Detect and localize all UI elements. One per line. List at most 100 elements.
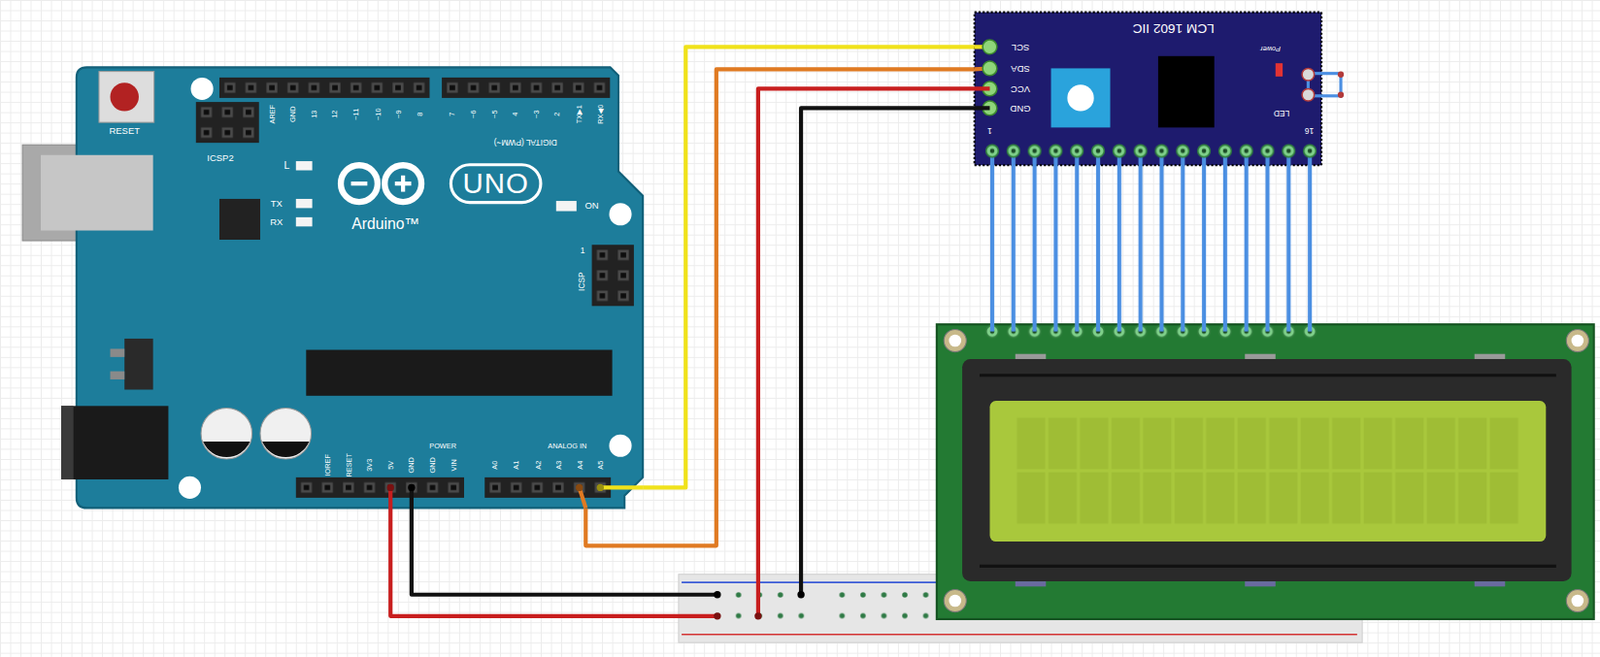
mounting-hole [943, 589, 967, 612]
wire-black [411, 487, 718, 595]
pin-label: ~11 [352, 108, 360, 121]
board-label: SDA [1010, 64, 1030, 73]
board-label: SCL [1011, 42, 1030, 52]
arduino-logo [400, 175, 405, 193]
digital-header [219, 77, 431, 99]
bezel-tab [1015, 354, 1047, 360]
digital-header [441, 77, 610, 99]
wire-connector [585, 68, 974, 546]
mounting-hole [191, 77, 214, 100]
pin-label: ~3 [533, 110, 540, 119]
jumper-pin [1337, 92, 1344, 99]
wire-black [800, 107, 990, 595]
usb-connector [40, 155, 154, 232]
module-pin [982, 61, 998, 76]
power-led [1275, 63, 1283, 77]
brand-name: Arduino™ [351, 215, 420, 232]
pin-label: A4 [575, 461, 583, 470]
board-label: TX [270, 199, 283, 208]
pin-label: 4 [511, 112, 519, 117]
board-label: Power [1260, 45, 1281, 53]
jumper-pin [1301, 67, 1315, 81]
pin-label: GND [289, 106, 297, 123]
board-label: ICSP2 [206, 153, 234, 163]
mounting-hole [948, 334, 962, 348]
i2c-module-board [974, 12, 1322, 167]
arduino-board: UNO Arduino™ [76, 66, 643, 508]
board-label: L [283, 161, 290, 172]
pin-label: ~5 [491, 110, 499, 119]
capacitor [202, 441, 250, 458]
bezel-tab [1015, 581, 1047, 587]
pin-label: 7 [448, 112, 456, 117]
board-label: ANALOG IN [547, 442, 587, 450]
lcd-pcb [936, 324, 1595, 620]
analog-header [484, 477, 611, 499]
mounting-hole [1571, 595, 1585, 608]
capacitor [200, 407, 253, 460]
wire-red [758, 88, 991, 616]
potentiometer [1051, 67, 1111, 128]
breadboard-holes [832, 584, 937, 627]
pin-label: ~10 [373, 107, 381, 120]
wire-end [713, 591, 721, 599]
icsp-header [592, 244, 634, 306]
pin-label: TX▶1 [574, 104, 582, 124]
regulator-leg [110, 348, 126, 357]
header-pins [441, 77, 610, 99]
icsp-header [196, 101, 260, 143]
pin-label: 13 [310, 110, 318, 119]
ic-chip [1158, 56, 1215, 129]
regulator-leg [110, 371, 126, 380]
pin-label: ~9 [394, 110, 401, 119]
pin-label: 12 [331, 110, 338, 119]
mounting-hole [948, 595, 962, 608]
voltage-regulator [124, 338, 153, 391]
jumper-pin [1337, 71, 1344, 78]
pin-label: RX◀0 [596, 104, 603, 125]
bezel-tab [1474, 354, 1506, 360]
wire-end [387, 484, 395, 492]
arduino-logo [340, 165, 378, 202]
ribbon-wires [981, 151, 1321, 333]
wire-connector [642, 46, 975, 488]
bezel-line [979, 373, 1557, 377]
pin-label: 2 [553, 112, 561, 117]
board-model: UNO [449, 163, 543, 204]
wire-red [390, 487, 718, 616]
reset-button [99, 71, 155, 124]
header-pins [219, 77, 431, 99]
power-header [296, 477, 465, 499]
module-name: LCM 1602 IIC [1133, 22, 1215, 36]
wire-end [407, 484, 415, 492]
module-header-pads [981, 140, 1321, 162]
board-label: LED [1273, 107, 1290, 116]
module-pin [982, 39, 998, 55]
pin-label: 3V3 [366, 459, 373, 472]
pin-label: A0 [491, 461, 499, 470]
icsp-pins [196, 101, 260, 143]
bezel-tab [1474, 581, 1506, 587]
usb-connector [22, 144, 154, 241]
mounting-hole [943, 329, 967, 352]
mounting-hole [608, 434, 632, 458]
wire-end [797, 591, 804, 599]
board-label: RESET [108, 127, 140, 136]
pin-label: GND [429, 457, 436, 473]
rail-line-blue [681, 581, 949, 584]
pin-label: A1 [512, 461, 520, 470]
mounting-hole [1571, 334, 1585, 348]
led [296, 161, 313, 170]
board-label: 16 [1304, 126, 1314, 134]
pin-label: 8 [415, 112, 423, 117]
wire-end [713, 612, 721, 620]
board-label: ON [584, 201, 599, 211]
pin-label: RESET [344, 453, 352, 478]
pin-label: ICSP [578, 271, 587, 292]
pin-label: GND [407, 457, 415, 473]
led [556, 200, 577, 212]
board-label: 1 [580, 246, 586, 255]
rail-line-red [681, 633, 1358, 636]
